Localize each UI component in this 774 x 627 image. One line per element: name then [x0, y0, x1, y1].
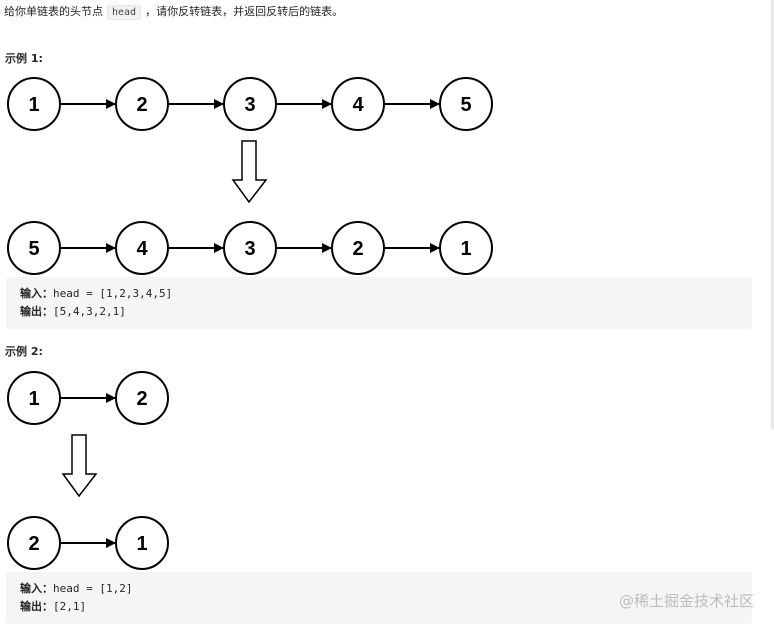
- list-node-value: 4: [352, 94, 364, 116]
- list-node-circle: [7, 77, 61, 131]
- hollow-down-arrow-icon: [231, 140, 268, 204]
- list-node: 2: [7, 516, 61, 570]
- input-value: head = [1,2,3,4,5]: [53, 287, 173, 300]
- list-node-circle: [331, 77, 385, 131]
- example-2-output-line: 输出：[2,1]: [20, 598, 738, 616]
- example-2-reverse-arrow: [61, 434, 98, 498]
- output-label: 输出：: [20, 600, 53, 613]
- list-node-value: 1: [460, 238, 471, 260]
- input-label: 输入：: [20, 582, 53, 595]
- list-node-circle: [115, 516, 169, 570]
- list-node: 1: [439, 221, 493, 275]
- example-2-label: 示例 2:: [5, 345, 43, 358]
- list-node-circle: [439, 221, 493, 275]
- list-node-value: 2: [28, 533, 39, 555]
- list-node-value: 5: [460, 94, 471, 116]
- list-node: 4: [331, 77, 385, 131]
- list-node-value: 4: [136, 238, 148, 260]
- list-node-circle: [7, 516, 61, 570]
- list-node: 3: [223, 77, 277, 131]
- list-node: 5: [439, 77, 493, 131]
- list-node: 2: [115, 77, 169, 131]
- output-value: [2,1]: [53, 600, 87, 613]
- list-node-value: 1: [28, 94, 39, 116]
- example-1-output-line: 输出：[5,4,3,2,1]: [20, 303, 738, 321]
- example-1-io-block: 输入：head = [1,2,3,4,5] 输出：[5,4,3,2,1]: [6, 277, 752, 329]
- list-node-circle: [115, 77, 169, 131]
- example-2-input-line: 输入：head = [1,2]: [20, 580, 738, 598]
- output-label: 输出：: [20, 305, 53, 318]
- list-node-circle: [7, 371, 61, 425]
- scrollbar[interactable]: [771, 0, 774, 430]
- list-node: 2: [115, 371, 169, 425]
- list-node: 2: [331, 221, 385, 275]
- list-node: 4: [115, 221, 169, 275]
- example-1-reverse-arrow: [231, 140, 268, 204]
- input-value: head = [1,2]: [53, 582, 133, 595]
- list-node: 1: [7, 371, 61, 425]
- watermark: @稀土掘金技术社区: [618, 592, 754, 610]
- list-node-value: 1: [136, 533, 147, 555]
- list-node: 1: [7, 77, 61, 131]
- example-2-io-block: 输入：head = [1,2] 输出：[2,1]: [6, 572, 752, 624]
- list-node-value: 2: [352, 238, 363, 260]
- list-node-value: 1: [28, 388, 39, 410]
- list-node-value: 3: [244, 94, 255, 116]
- list-node-circle: [331, 221, 385, 275]
- list-node-circle: [115, 221, 169, 275]
- hollow-down-arrow-icon: [61, 434, 98, 498]
- output-value: [5,4,3,2,1]: [53, 305, 126, 318]
- problem-description: 给你单链表的头节点 head，请你反转链表，并返回反转后的链表。: [4, 4, 343, 21]
- list-node: 3: [223, 221, 277, 275]
- list-node-value: 3: [244, 238, 255, 260]
- example-1-list-after: 5 4 3 2 1: [7, 221, 493, 275]
- list-node: 1: [115, 516, 169, 570]
- intro-text-before: 给你单链表的头节点: [4, 5, 103, 18]
- list-node-value: 2: [136, 94, 147, 116]
- list-node-circle: [223, 77, 277, 131]
- inline-code-head: head: [107, 5, 142, 20]
- example-1-input-line: 输入：head = [1,2,3,4,5]: [20, 285, 738, 303]
- example-1-list-before: 1 2 3 4 5: [7, 77, 493, 131]
- list-node-value: 2: [136, 388, 147, 410]
- intro-text-after: ，请你反转链表，并返回反转后的链表。: [145, 5, 344, 18]
- list-node-value: 5: [28, 238, 39, 260]
- input-label: 输入：: [20, 287, 53, 300]
- list-node-circle: [439, 77, 493, 131]
- list-node-circle: [115, 371, 169, 425]
- list-node-circle: [7, 221, 61, 275]
- example-1-label: 示例 1:: [5, 52, 43, 65]
- list-node-circle: [223, 221, 277, 275]
- list-node: 5: [7, 221, 61, 275]
